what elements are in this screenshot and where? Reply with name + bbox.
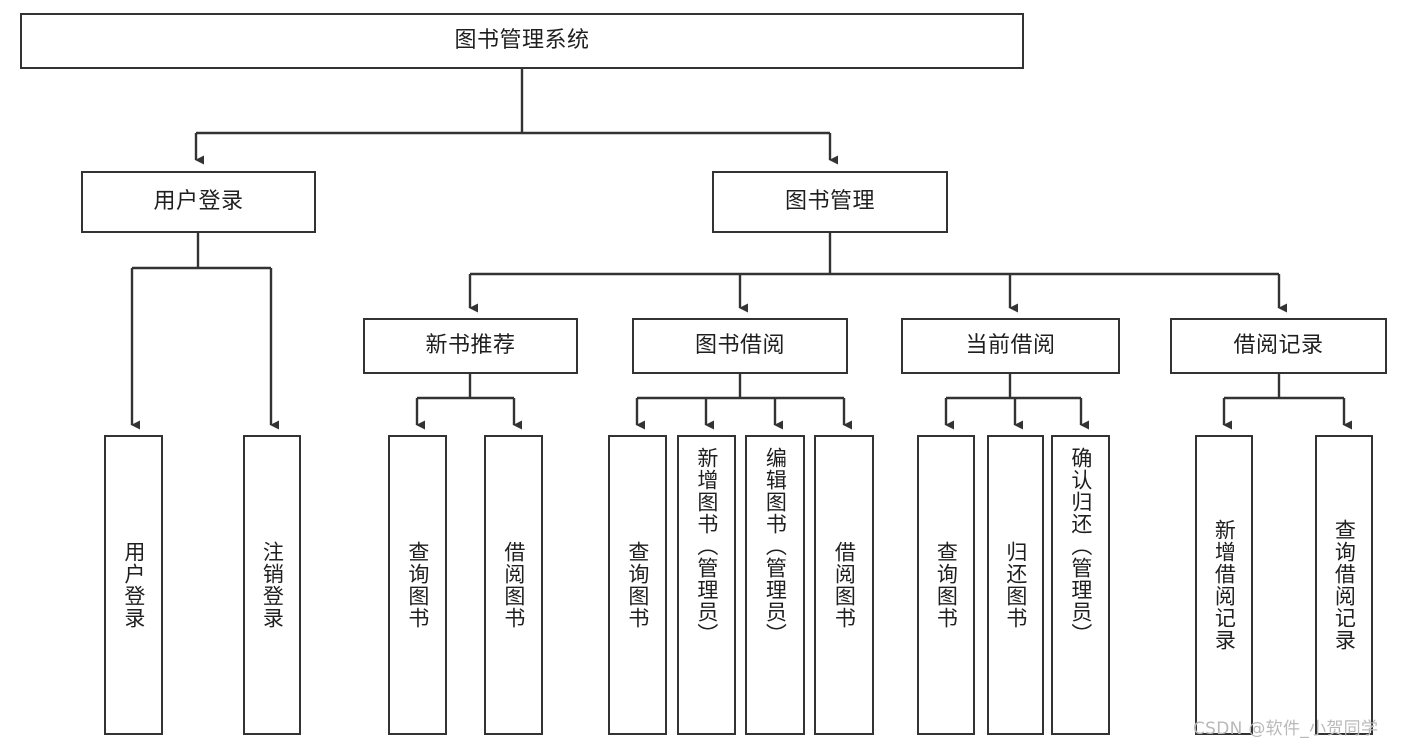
leaf-add-book-admin[interactable]: 新增图书（管理员） <box>677 435 736 735</box>
node-label: 用户登录 <box>121 541 146 629</box>
leaf-borrow-book-recommend[interactable]: 借阅图书 <box>484 435 543 735</box>
leaf-query-borrow-record[interactable]: 查询借阅记录 <box>1315 435 1373 735</box>
node-label: 编辑图书（管理员） <box>763 447 788 645</box>
leaf-return-book[interactable]: 归还图书 <box>987 435 1044 735</box>
leaf-add-borrow-record[interactable]: 新增借阅记录 <box>1195 435 1253 735</box>
node-label: 借阅记录 <box>1233 332 1324 358</box>
node-user-login[interactable]: 用户登录 <box>81 171 316 233</box>
node-label: 借阅图书 <box>501 541 526 629</box>
node-book-manage[interactable]: 图书管理 <box>712 171 948 233</box>
leaf-query-book-borrow[interactable]: 查询图书 <box>608 435 667 735</box>
node-label: 查询借阅记录 <box>1332 519 1357 651</box>
node-label: 查询图书 <box>405 541 430 629</box>
node-label: 查询图书 <box>934 541 959 629</box>
node-label: 新书推荐 <box>425 332 516 358</box>
leaf-borrow-book-borrow[interactable]: 借阅图书 <box>814 435 874 735</box>
node-label: 图书管理系统 <box>454 27 590 53</box>
leaf-edit-book-admin[interactable]: 编辑图书（管理员） <box>745 435 805 735</box>
leaf-user-login[interactable]: 用户登录 <box>104 435 163 735</box>
node-label: 图书借阅 <box>694 332 785 358</box>
node-new-book-recommend[interactable]: 新书推荐 <box>363 318 578 374</box>
node-current-borrow[interactable]: 当前借阅 <box>901 318 1120 374</box>
leaf-confirm-return-admin[interactable]: 确认归还（管理员） <box>1051 435 1110 735</box>
node-root-system[interactable]: 图书管理系统 <box>20 13 1024 69</box>
node-label: 查询图书 <box>625 541 650 629</box>
node-label: 归还图书 <box>1003 541 1028 629</box>
csdn-watermark: CSDN @软件_小贺同学 <box>1193 719 1379 739</box>
leaf-query-book-current[interactable]: 查询图书 <box>917 435 975 735</box>
node-label: 确认归还（管理员） <box>1068 447 1093 645</box>
node-book-borrow[interactable]: 图书借阅 <box>632 318 848 374</box>
node-label: 注销登录 <box>260 541 285 629</box>
leaf-logout-login[interactable]: 注销登录 <box>243 435 301 735</box>
node-label: 当前借阅 <box>965 332 1056 358</box>
node-label: 新增借阅记录 <box>1212 519 1237 651</box>
node-borrow-record[interactable]: 借阅记录 <box>1170 318 1387 374</box>
leaf-query-book-recommend[interactable]: 查询图书 <box>388 435 447 735</box>
node-label: 新增图书（管理员） <box>694 447 719 645</box>
node-label: 借阅图书 <box>832 541 857 629</box>
node-label: 图书管理 <box>784 188 875 214</box>
node-label: 用户登录 <box>153 188 244 214</box>
